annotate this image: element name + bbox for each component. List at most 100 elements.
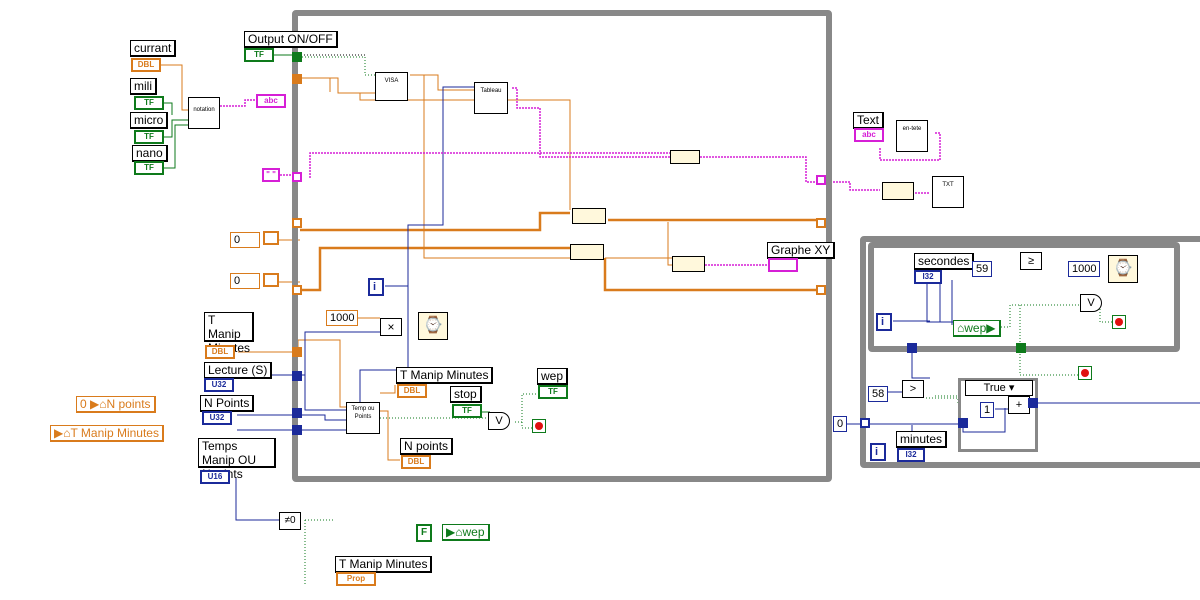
wire-currant: [160, 64, 190, 111]
property-node-n-points[interactable]: 0 ▶⌂N points: [76, 396, 156, 413]
tunnel-dbl: [292, 74, 302, 84]
terminal-temps-manip[interactable]: U16: [200, 470, 230, 484]
case-selector-value: True: [983, 382, 1006, 394]
constant-false[interactable]: F: [416, 524, 433, 542]
subvi-notation[interactable]: notation: [188, 97, 220, 129]
terminal-t-manip-out[interactable]: DBL: [397, 384, 427, 398]
constant-58[interactable]: 58: [868, 386, 889, 402]
tunnel-string-right: [816, 175, 826, 185]
property-node-t-manip-bottom[interactable]: Prop: [336, 572, 376, 586]
or-node[interactable]: V: [488, 412, 510, 430]
terminal-micro[interactable]: TF: [134, 130, 164, 144]
indicator-graphe-xy[interactable]: [768, 258, 798, 272]
node-concatenate-right[interactable]: [882, 182, 914, 200]
subvi-en-tete[interactable]: en-tete: [896, 120, 928, 152]
greater-equal-node[interactable]: ≥: [1020, 252, 1042, 270]
terminal-wep[interactable]: TF: [538, 385, 568, 399]
case-selector[interactable]: True ▾: [965, 380, 1033, 396]
wait-ms-icon-2[interactable]: ⌚: [1108, 255, 1138, 283]
constant-59[interactable]: 59: [972, 261, 993, 277]
tunnel-shift-a: [292, 218, 302, 228]
constant-0-loop[interactable]: 0: [833, 416, 848, 432]
terminal-mili[interactable]: TF: [134, 96, 164, 110]
terminal-output-on-off[interactable]: TF: [244, 48, 274, 62]
tunnel-lecture: [292, 371, 302, 381]
label-wep: wep: [537, 368, 569, 385]
add-node[interactable]: +: [1008, 396, 1030, 414]
indicator-string-out[interactable]: abc: [256, 94, 286, 108]
not-equal-zero-node[interactable]: ≠0: [279, 512, 301, 530]
tunnel-tmanip: [292, 347, 302, 357]
node-build-array-a[interactable]: [572, 208, 606, 224]
label-t-manip-bottom: T Manip Minutes: [335, 556, 433, 573]
multiply-node[interactable]: ×: [380, 318, 402, 336]
prop-n-points-zero: 0: [80, 397, 87, 411]
label-n-points: N Points: [200, 395, 255, 412]
terminal-n-points-out[interactable]: DBL: [401, 455, 431, 469]
iteration-terminal-outer: i: [870, 443, 886, 461]
stop-condition-icon[interactable]: [532, 419, 546, 433]
node-bundle-xy[interactable]: [672, 256, 705, 272]
local-variable-wep-2[interactable]: ⌂wep▶: [953, 320, 1001, 337]
label-output-on-off: Output ON/OFF: [244, 31, 338, 48]
stop-condition-outer-icon[interactable]: [1078, 366, 1092, 380]
tunnel-inner-green: [1016, 343, 1026, 353]
label-currant: currant: [130, 40, 177, 57]
or-node-2[interactable]: V: [1080, 294, 1102, 312]
subvi-txt[interactable]: TXT: [932, 176, 964, 208]
tunnel-right-a: [816, 218, 826, 228]
iteration-terminal-inner: i: [876, 313, 892, 331]
local-variable-wep-1[interactable]: ▶⌂wep: [442, 524, 490, 541]
numeric-a-terminal[interactable]: [263, 231, 279, 245]
label-nano: nano: [132, 145, 168, 162]
terminal-currant[interactable]: DBL: [131, 58, 161, 72]
subvi-temp-ou-points[interactable]: Temp ou Points: [346, 402, 380, 434]
while-loop-timer[interactable]: [860, 236, 1200, 468]
terminal-t-manip-minutes[interactable]: DBL: [205, 345, 235, 359]
terminal-lecture[interactable]: U32: [204, 378, 234, 392]
terminal-secondes[interactable]: I32: [914, 270, 942, 284]
constant-1000-a[interactable]: 1000: [326, 310, 359, 326]
local-wep-1-label: wep: [462, 525, 485, 539]
numeric-b-terminal[interactable]: [263, 273, 279, 287]
numeric-b-value: 0: [234, 275, 241, 287]
string-constant-empty[interactable]: " ": [262, 168, 280, 182]
node-build-array-b[interactable]: [570, 244, 604, 260]
tunnel-string-shift: [292, 172, 302, 182]
stop-condition-inner-icon[interactable]: [1112, 315, 1126, 329]
tunnel-npoints: [292, 408, 302, 418]
wait-ms-icon[interactable]: ⌚: [418, 312, 448, 340]
label-text: Text: [853, 112, 885, 129]
label-secondes: secondes: [914, 253, 975, 270]
terminal-n-points[interactable]: U32: [202, 411, 232, 425]
label-t-manip-minutes: T Manip Minutes: [204, 312, 254, 355]
tunnel-right-b: [816, 285, 826, 295]
local-wep-2-label: wep: [964, 321, 987, 335]
label-mili: mili: [130, 78, 157, 95]
label-lecture: Lecture (S): [204, 362, 273, 379]
tunnel-case-in: [958, 418, 968, 428]
numeric-control-b[interactable]: 0: [230, 273, 260, 289]
prop-t-manip-label: T Manip Minutes: [70, 426, 159, 440]
label-minutes: minutes: [896, 431, 948, 448]
tunnel-temps: [292, 425, 302, 435]
case-structure[interactable]: [958, 378, 1038, 452]
label-micro: micro: [130, 112, 169, 129]
property-node-t-manip[interactable]: ▶⌂T Manip Minutes: [50, 425, 164, 442]
constant-1000-b[interactable]: 1000: [1068, 261, 1101, 277]
shift-register-left: [860, 418, 870, 428]
subvi-visa[interactable]: VISA: [375, 72, 408, 101]
constant-1[interactable]: 1: [980, 402, 995, 418]
terminal-text[interactable]: abc: [854, 128, 884, 142]
numeric-control-a[interactable]: 0: [230, 232, 260, 248]
subvi-tableau[interactable]: Tableau: [474, 82, 508, 114]
greater-node[interactable]: >: [902, 380, 924, 398]
tunnel-case-out: [1028, 398, 1038, 408]
label-stop: stop: [450, 386, 482, 403]
terminal-minutes[interactable]: I32: [897, 448, 925, 462]
terminal-stop[interactable]: TF: [452, 404, 482, 418]
prop-n-points-label: N points: [106, 397, 151, 411]
terminal-nano[interactable]: TF: [134, 161, 164, 175]
node-concatenate-string[interactable]: [670, 150, 700, 164]
